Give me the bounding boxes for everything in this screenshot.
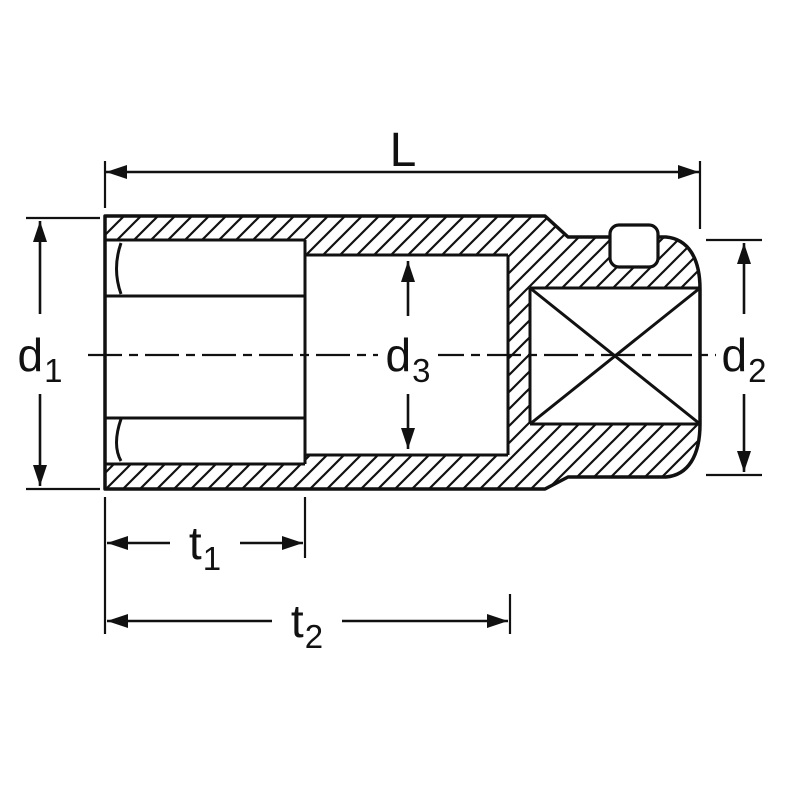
dimension-t2: t2	[107, 595, 508, 655]
dim-label-d3: d3	[386, 329, 431, 389]
dim-label-t2: t2	[291, 595, 323, 655]
dimension-d3: d3	[378, 261, 438, 449]
dim-label-L: L	[390, 124, 417, 177]
extension-lines	[26, 161, 762, 634]
hex-socket-cavity-lines	[105, 238, 307, 466]
dimension-t1: t1	[107, 517, 303, 577]
detent-ball	[608, 223, 660, 269]
dimension-d1: d1	[18, 221, 63, 486]
mouth-chamfer-arc-top	[115, 242, 123, 295]
dimension-L: L	[106, 124, 699, 179]
dimension-d2: d2	[722, 243, 767, 472]
mouth-chamfer-arc-bottom	[115, 418, 123, 462]
dim-label-d2: d2	[722, 329, 767, 389]
socket-cross-section-hatching	[105, 216, 700, 489]
dim-label-t1: t1	[189, 517, 221, 577]
dim-label-d1: d1	[18, 329, 63, 389]
